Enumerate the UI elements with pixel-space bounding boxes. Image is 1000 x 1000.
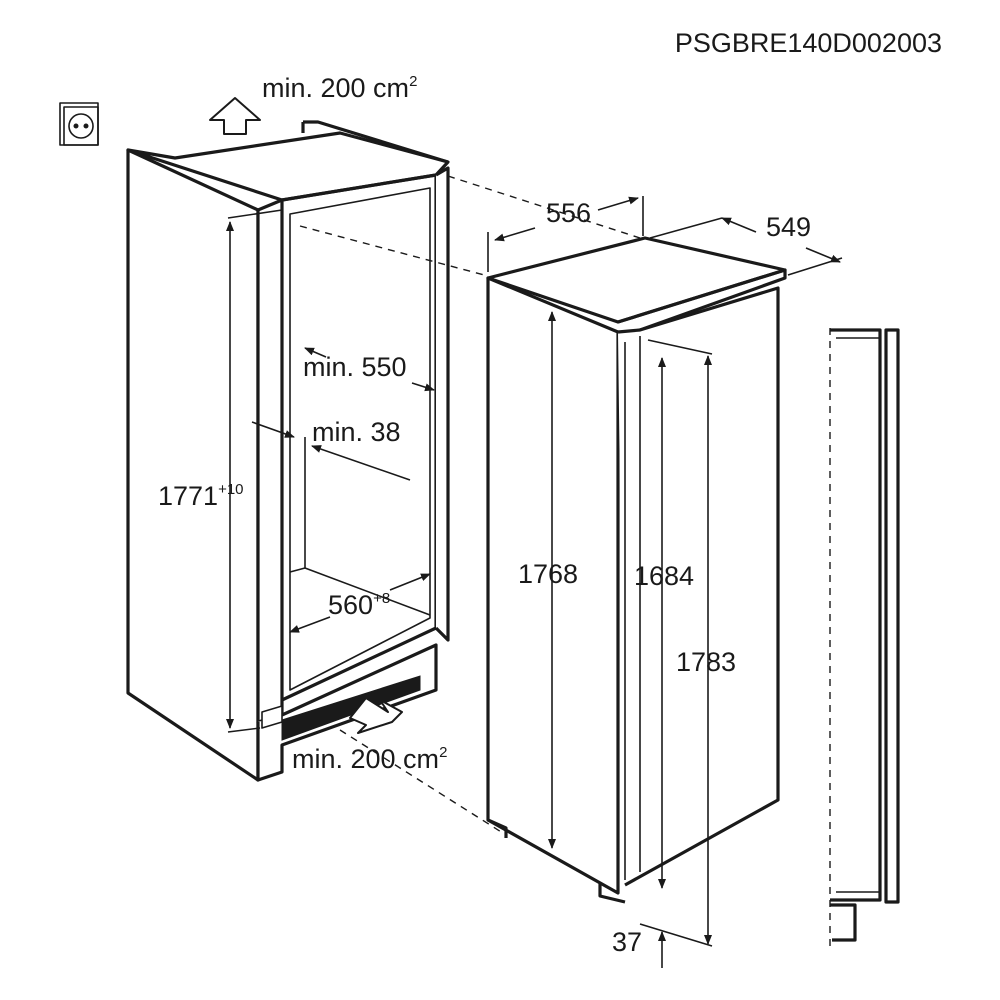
- niche-height-label: 1771+10: [158, 481, 244, 511]
- door-profile-section: [829, 328, 900, 946]
- airflow-in-arrow-icon: [349, 697, 403, 734]
- socket-icon: [59, 102, 99, 146]
- total-height-label: 1783: [676, 647, 736, 677]
- min-depth-label: min. 550: [303, 352, 407, 382]
- appliance-width-label: 556: [546, 198, 591, 228]
- door-height-label: 1684: [634, 561, 694, 591]
- vent-bottom-label: min. 200 cm2: [292, 744, 447, 774]
- airflow-up-arrow-icon: [209, 97, 261, 135]
- niche-width-label: 560+8: [328, 590, 390, 620]
- min-wall-label: min. 38: [312, 417, 401, 447]
- appliance-height-label: 1768: [518, 559, 578, 589]
- vent-top-label: min. 200 cm2: [262, 73, 417, 103]
- floor-gap-label: 37: [612, 927, 642, 957]
- appliance-depth-label: 549: [766, 212, 811, 242]
- diagram-code: PSGBRE140D002003: [675, 28, 942, 58]
- niche-cabinet: [126, 120, 450, 782]
